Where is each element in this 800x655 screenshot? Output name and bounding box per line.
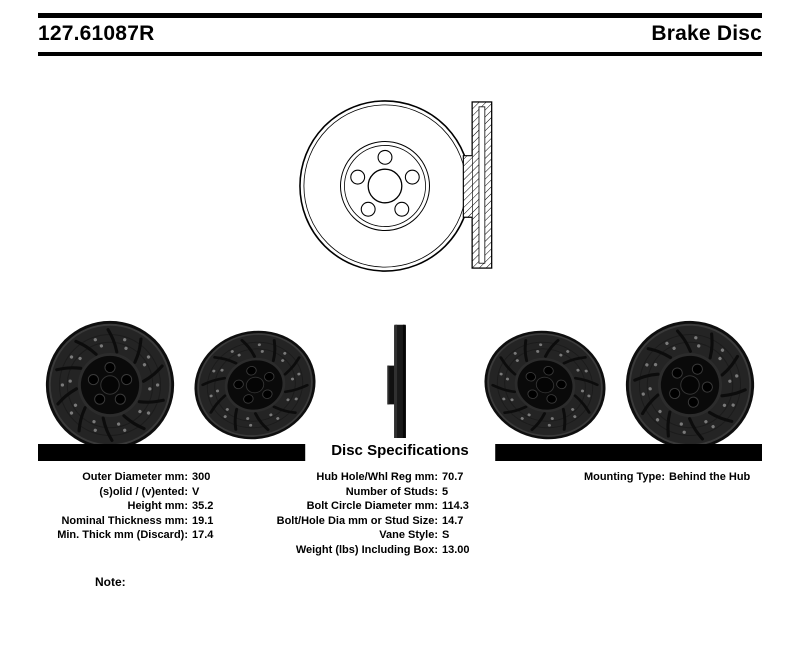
spec-value: S <box>442 529 450 541</box>
rotor-photo-angled-left <box>183 315 327 455</box>
rotor-photo-front-alt <box>618 315 762 455</box>
spec-value: 35.2 <box>192 500 214 512</box>
spec-label: (s)olid / (v)ented: <box>99 485 188 498</box>
spec-value: 19.1 <box>192 514 214 527</box>
spec-value: V <box>192 485 200 498</box>
header: 127.61087R Brake Disc <box>38 22 762 46</box>
note-label: Note: <box>95 575 126 589</box>
spec-value: Behind the Hub <box>669 471 751 483</box>
spec-value: 17.4 <box>192 529 214 541</box>
spec-value: 300 <box>192 471 211 483</box>
spec-label: Weight (lbs) Including Box: <box>295 543 438 556</box>
spec-column-middle: Hub Hole/Whl Reg mm: 70.7 Number of Stud… <box>258 470 558 557</box>
spec-column-right: Mounting Type: Behind the Hub <box>545 470 762 485</box>
spec-row: Weight (lbs) Including Box: 13.00 <box>258 543 558 558</box>
spec-row: (s)olid / (v)ented: V <box>38 485 268 500</box>
rotor-photo-side-profile <box>328 315 472 455</box>
spec-row: Number of Studs: 5 <box>258 485 558 500</box>
spec-label: Nominal Thickness mm: <box>61 514 188 527</box>
spec-row: Min. Thick mm (Discard): 17.4 <box>38 528 268 543</box>
spec-label: Mounting Type: <box>583 471 665 483</box>
drawing-cross-section <box>462 101 493 269</box>
spec-row: Hub Hole/Whl Reg mm: 70.7 <box>258 470 558 485</box>
spec-value: 70.7 <box>442 471 464 483</box>
part-number: 127.61087R <box>38 22 155 45</box>
spec-value: 14.7 <box>442 514 464 527</box>
spec-column-left: Outer Diameter mm: 300 (s)olid / (v)ente… <box>38 470 268 543</box>
spec-row: Height mm: 35.2 <box>38 499 268 514</box>
spec-value: 5 <box>442 485 449 498</box>
spec-row: Vane Style: S <box>258 528 558 543</box>
spec-label: Outer Diameter mm: <box>82 471 188 483</box>
disc-specifications-title: Disc Specifications <box>305 438 495 464</box>
spec-row: Outer Diameter mm: 300 <box>38 470 268 485</box>
spec-row: Nominal Thickness mm: 19.1 <box>38 514 268 529</box>
header-bottom-rule <box>38 52 762 56</box>
spec-label: Bolt/Hole Dia mm or Stud Size: <box>276 514 438 527</box>
spec-value: 13.00 <box>442 543 470 556</box>
rotor-photo-row <box>38 315 762 455</box>
drawing-front-view <box>299 100 471 272</box>
spec-label: Height mm: <box>127 500 189 512</box>
spec-label: Number of Studs: <box>345 485 438 498</box>
product-name: Brake Disc <box>651 22 762 45</box>
spec-label: Min. Thick mm (Discard): <box>57 529 188 541</box>
spec-row: Mounting Type: Behind the Hub <box>545 470 762 485</box>
spec-label: Vane Style: <box>379 529 438 541</box>
header-top-rule <box>38 13 762 18</box>
spec-row: Bolt Circle Diameter mm: 114.3 <box>258 499 558 514</box>
spec-label: Bolt Circle Diameter mm: <box>306 500 438 512</box>
rotor-photo-front <box>38 315 182 455</box>
rotor-photo-angled-right <box>473 315 617 455</box>
spec-label: Hub Hole/Whl Reg mm: <box>316 471 438 483</box>
spec-row: Bolt/Hole Dia mm or Stud Size: 14.7 <box>258 514 558 529</box>
spec-value: 114.3 <box>442 500 469 512</box>
